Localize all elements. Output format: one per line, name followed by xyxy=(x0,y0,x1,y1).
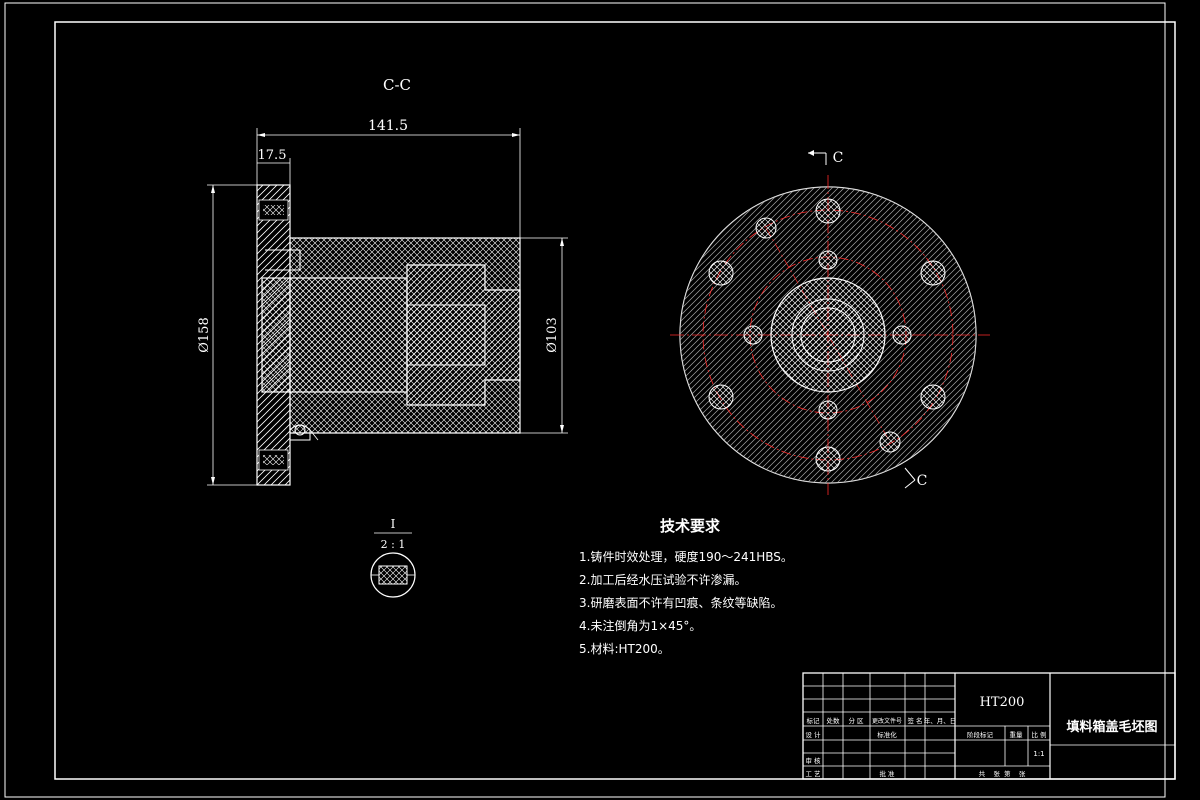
hdr-sign: 签 名 xyxy=(907,716,922,725)
detail-view: I 2 : 1 xyxy=(370,517,416,598)
tech-req-item: 4.未注倒角为1×45°。 xyxy=(579,618,701,633)
outer-border xyxy=(4,2,1166,798)
hdr-date: 年、月、日 xyxy=(924,716,957,725)
row-design: 设 计 xyxy=(805,730,821,739)
detail-scale: 2 : 1 xyxy=(381,538,406,551)
title-block-text: HT200 填料箱盖毛坯图 标记 处数 分 区 更改文件号 签 名 年、月、日 … xyxy=(805,695,1157,778)
inner-border xyxy=(54,21,1176,780)
row-approve: 批 准 xyxy=(879,769,895,778)
row-review: 审 核 xyxy=(805,756,821,765)
row-standard: 标准化 xyxy=(877,730,897,739)
hdr-mark: 标记 xyxy=(807,716,821,725)
tech-req-item: 1.铸件时效处理，硬度190～241HBS。 xyxy=(579,549,793,564)
tech-req-item: 3.研磨表面不许有凹痕、条纹等缺陷。 xyxy=(579,595,782,610)
detail-label: I xyxy=(391,517,396,531)
dim-bore-dia: Ø103 xyxy=(545,317,560,352)
weight-label: 重量 xyxy=(1010,731,1024,739)
section-title: C-C xyxy=(383,76,411,94)
dim-length: 141.5 xyxy=(368,118,408,134)
cut-mark-bottom: C xyxy=(917,473,928,489)
tech-requirements: 技术要求 1.铸件时效处理，硬度190～241HBS。 2.加工后经水压试验不许… xyxy=(579,517,793,656)
front-view: C C xyxy=(670,150,990,495)
hdr-docno: 更改文件号 xyxy=(872,717,902,725)
sheets-label: 共 张 第 张 xyxy=(979,769,1026,778)
ratio-label: 比 例 xyxy=(1031,730,1046,739)
material-field: HT200 xyxy=(980,695,1025,710)
cut-mark-top: C xyxy=(833,150,844,166)
tech-req-item: 2.加工后经水压试验不许渗漏。 xyxy=(579,572,746,587)
section-view: C-C 141.5 17.5 Ø158 Ø103 xyxy=(197,76,568,486)
drawing-name: 填料箱盖毛坯图 xyxy=(1066,719,1157,735)
row-process: 工 艺 xyxy=(805,770,821,778)
stage-mark: 阶段标记 xyxy=(967,730,994,739)
dim-outer-dia: Ø158 xyxy=(197,317,212,352)
title-block xyxy=(802,672,1176,780)
scale-value: 1:1 xyxy=(1033,750,1044,758)
tech-req-heading: 技术要求 xyxy=(660,517,721,535)
hdr-count: 处数 xyxy=(827,716,841,725)
tech-req-item: 5.材料:HT200。 xyxy=(579,642,670,656)
hdr-zone: 分 区 xyxy=(848,716,864,725)
dim-flange: 17.5 xyxy=(258,148,287,163)
